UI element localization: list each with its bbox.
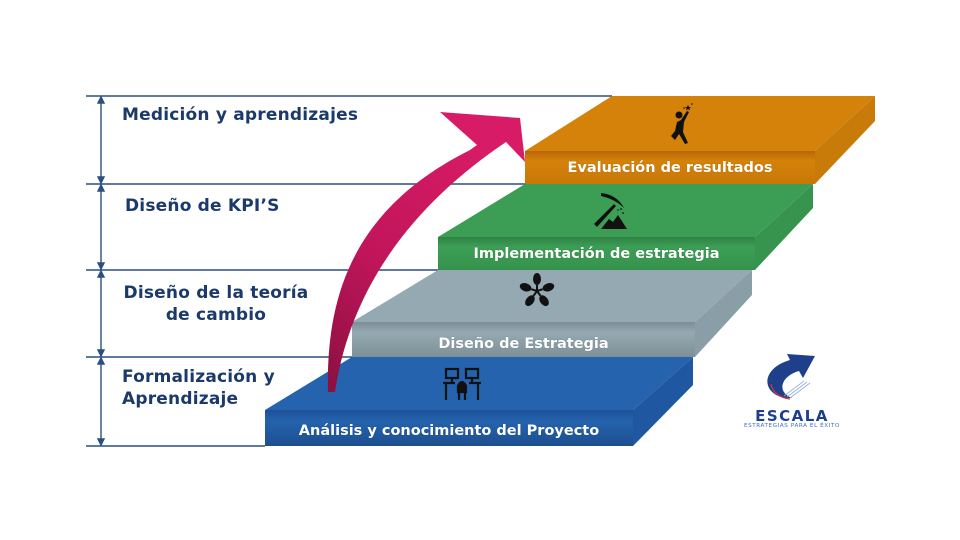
step-implementacion — [438, 184, 813, 270]
dimension-arrows — [96, 95, 106, 447]
label-formalizacion-line1: Formalización y — [122, 367, 275, 387]
logo-tagline: ESTRATEGIAS PARA EL ÉXITO — [743, 423, 840, 429]
step-evaluacion — [525, 96, 875, 184]
step-label-implementacion: Implementación de estrategia — [473, 246, 720, 262]
guide-lines — [86, 95, 612, 447]
label-formalizacion: Formalización y Aprendizaje — [122, 366, 275, 410]
step-label-diseno: Diseño de Estrategia — [438, 336, 609, 352]
label-teoria-cambio: Diseño de la teoría de cambio — [118, 282, 314, 326]
logo-name: ESCALA — [755, 407, 829, 425]
label-kpis: Diseño de KPI’S — [125, 196, 280, 216]
hands-star-icon — [519, 273, 555, 307]
label-teoria-line1: Diseño de la teoría — [123, 283, 309, 303]
step-label-evaluacion: Evaluación de resultados — [567, 160, 773, 176]
jumping-person-icon — [671, 103, 693, 144]
curved-up-arrow-icon — [327, 112, 525, 392]
step-diseno-estrategia — [352, 270, 752, 357]
step-label-analisis: Análisis y conocimiento del Proyecto — [298, 423, 600, 439]
label-formalizacion-line2: Aprendizaje — [122, 389, 239, 409]
label-teoria-line2: de cambio — [165, 305, 267, 325]
label-medicion: Medición y aprendizajes — [122, 105, 359, 125]
escala-logo-mark — [767, 354, 815, 400]
workstation-icon — [443, 367, 481, 400]
pickaxe-mountain-icon — [594, 193, 627, 229]
